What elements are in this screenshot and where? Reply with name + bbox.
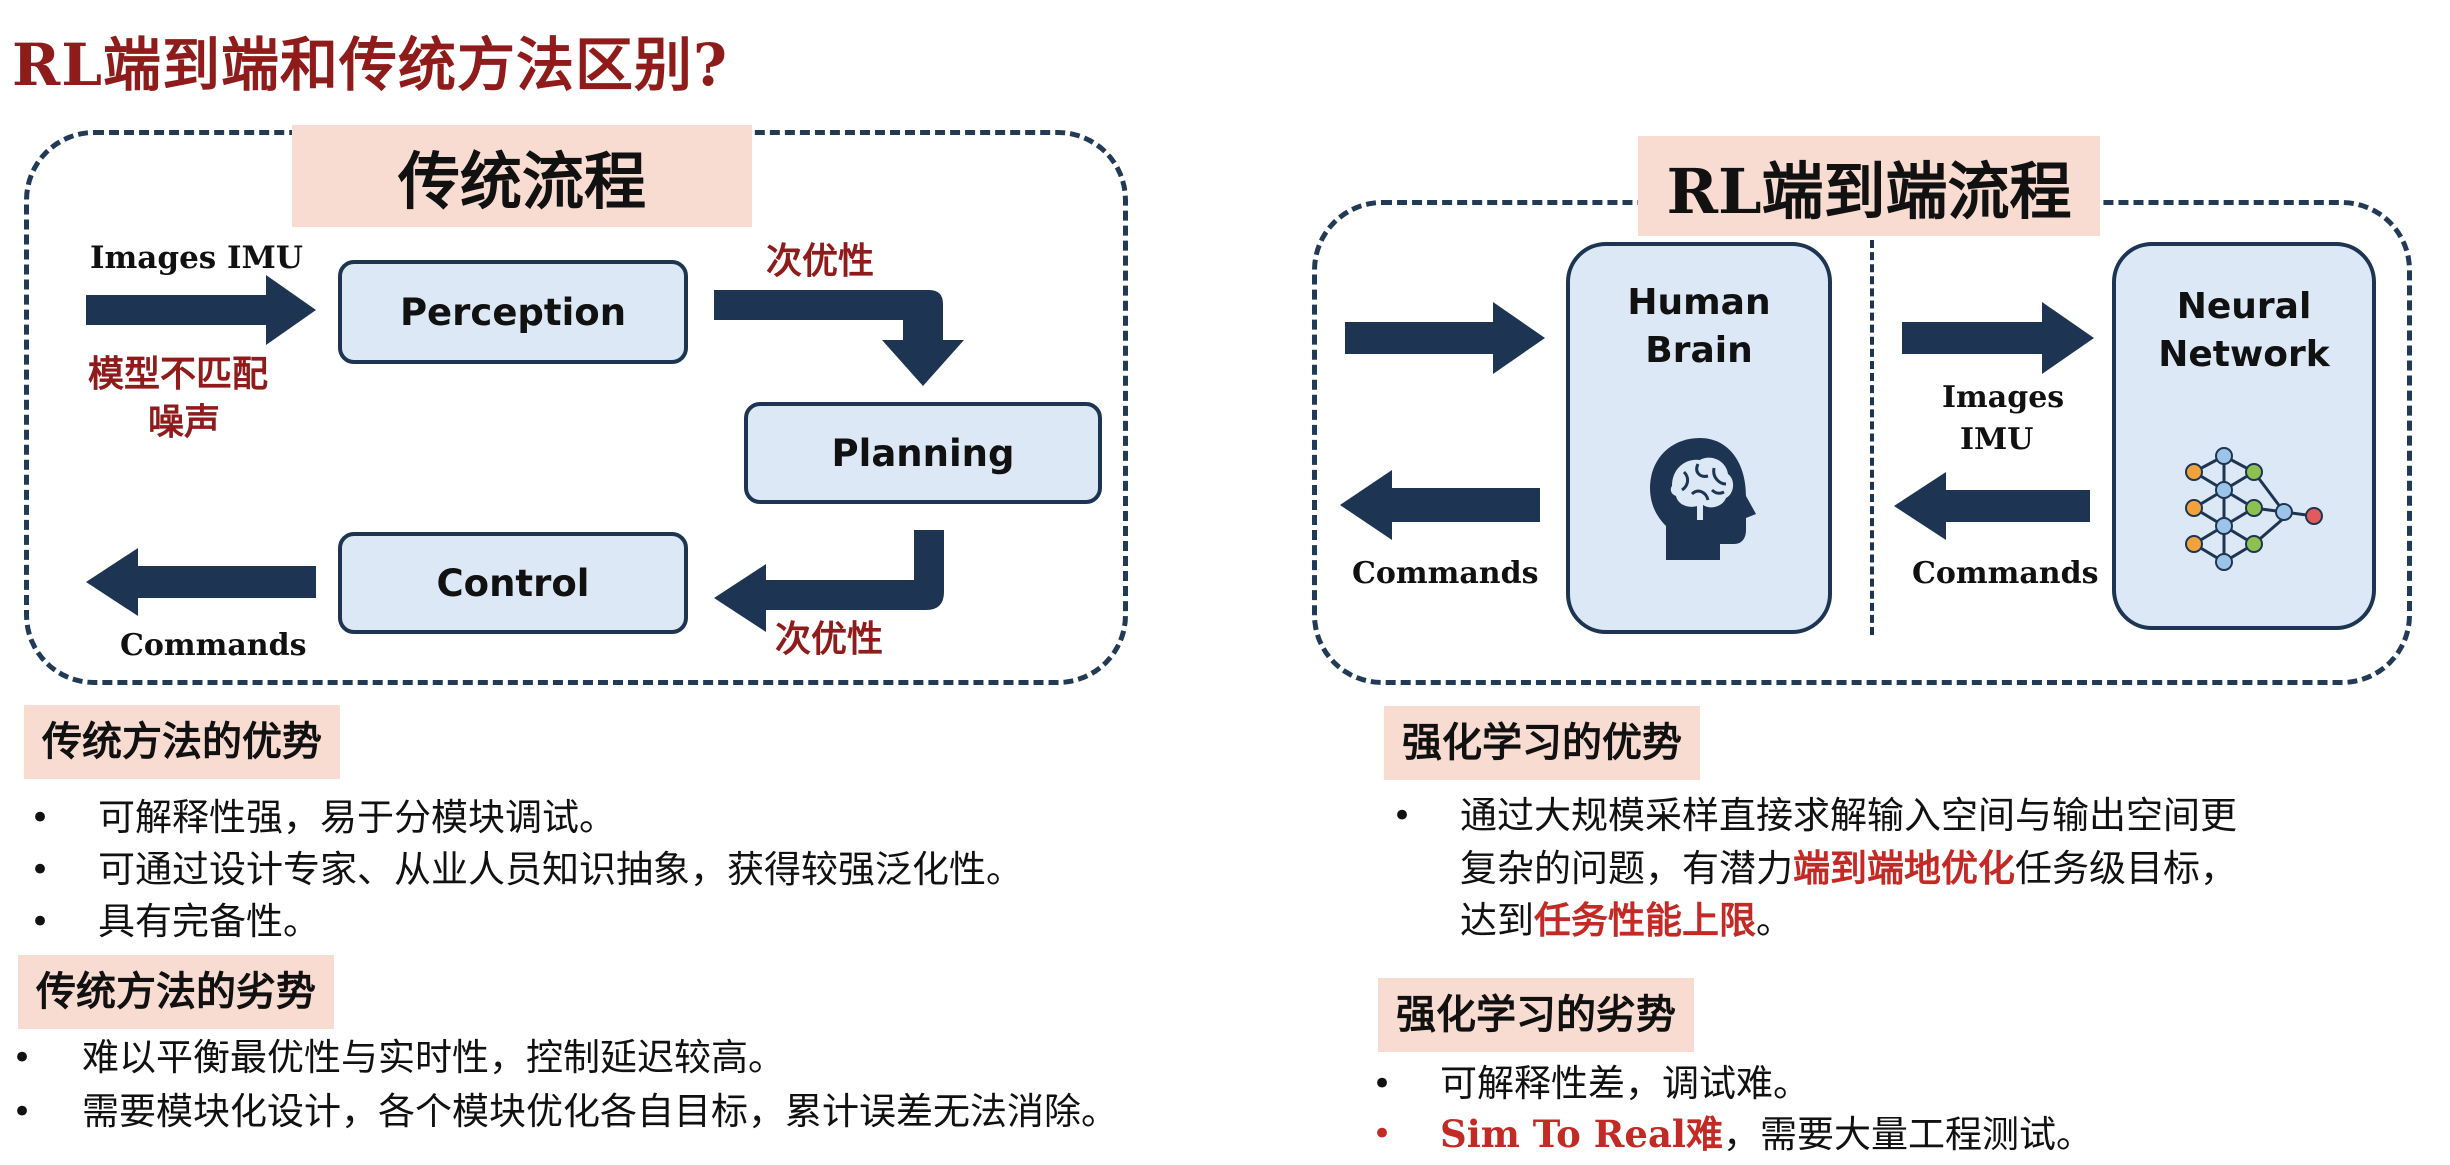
rl-advantage-line2: 复杂的问题，有潜力端到端地优化任务级目标， [1460,842,2237,895]
bullet-dot: • [12,1038,33,1078]
neural-network-box: Neural Network [2112,242,2376,630]
human-brain-label-line1: Human [1627,282,1771,323]
bullet-dot: • [30,850,51,890]
perception-module: Perception [338,260,688,364]
rl-advantage-highlight-e2e: 端到端地优化 [1793,846,2015,890]
rl-disadvantage-highlight: Sim To Real难 [1440,1112,1723,1156]
rl-disadvantage-item2: Sim To Real难，需要大量工程测试。 [1440,1108,2093,1161]
bullet-dot: • [30,902,51,942]
output-commands-arrow [86,548,316,616]
slide-title: RL端到端和传统方法区别? [12,31,728,99]
bullet-dot: • [30,798,51,838]
rl-advantage-line3-a: 达到 [1460,899,1534,942]
rl-output-arrow-right [1894,472,2090,540]
trad-disadvantage-item: 难以平衡最优性与实时性，控制延迟较高。 [82,1036,785,1079]
rl-output-arrow-left [1340,470,1540,540]
rl-disadvantage-item1: 可解释性差，调试难。 [1440,1062,1810,1105]
rl-advantage-highlight-limit: 任务性能上限 [1534,898,1756,942]
rl-input-label-imu: IMU [1960,422,2034,457]
rl-advantage-line2-b: 任务级目标， [2015,847,2237,890]
trad-advantage-item: 具有完备性。 [98,900,320,943]
bullet-dot: • [1372,1114,1393,1154]
trad-disadvantage-item: 需要模块化设计，各个模块优化各自目标，累计误差无法消除。 [82,1090,1118,1133]
traditional-inputs-label: Images IMU [90,240,303,276]
rl-advantage-line1: 通过大规模采样直接求解输入空间与输出空间更 [1460,794,2237,837]
human-brain-label-line2: Brain [1645,330,1753,371]
rl-input-arrow-left [1345,302,1545,374]
rl-disadvantages-heading: 强化学习的劣势 [1378,978,1694,1052]
suboptimal-label-top: 次优性 [766,240,875,282]
rl-divider [1870,240,1874,635]
head-brain-icon [1650,438,1756,560]
suboptimal-label-bottom: 次优性 [775,618,884,660]
rl-input-arrow-right [1902,302,2094,374]
bullet-dot: • [1372,1064,1393,1104]
rl-input-label-images: Images [1942,380,2065,415]
rl-advantage-line3-b: 。 [1756,899,1793,942]
trad-disadvantages-heading: 传统方法的劣势 [18,955,334,1029]
rl-output-label-left: Commands [1352,556,1539,591]
bullet-dot: • [1392,796,1413,836]
rl-disadvantage-item2-b: ，需要大量工程测试。 [1722,1113,2093,1156]
trad-advantage-item: 可解释性强，易于分模块调试。 [98,796,616,839]
traditional-output-label: Commands [120,628,307,663]
rl-output-label-right: Commands [1912,556,2099,591]
model-mismatch-note: 模型不匹配 [88,353,269,395]
noise-note: 噪声 [148,401,221,443]
traditional-flow-label: 传统流程 [292,125,752,227]
neural-network-icon [2185,447,2323,571]
neural-network-label-line1: Neural [2176,286,2312,327]
perception-to-planning-arrow [714,290,964,386]
planning-to-control-arrow [714,530,944,632]
rl-advantage-line2-a: 复杂的问题，有潜力 [1460,847,1793,890]
human-brain-box: Human Brain [1566,242,1832,634]
neural-network-label-line2: Network [2158,334,2330,375]
planning-module: Planning [744,402,1102,504]
rl-advantage-line3: 达到任务性能上限。 [1460,894,1793,947]
trad-advantage-item: 可通过设计专家、从业人员知识抽象，获得较强泛化性。 [98,848,1023,891]
control-module: Control [338,532,688,634]
rl-flow-label: RL端到端流程 [1638,136,2100,236]
rl-advantages-heading: 强化学习的优势 [1384,706,1700,780]
bullet-dot: • [12,1092,33,1132]
input-arrow [86,275,316,345]
trad-advantages-heading: 传统方法的优势 [24,705,340,779]
